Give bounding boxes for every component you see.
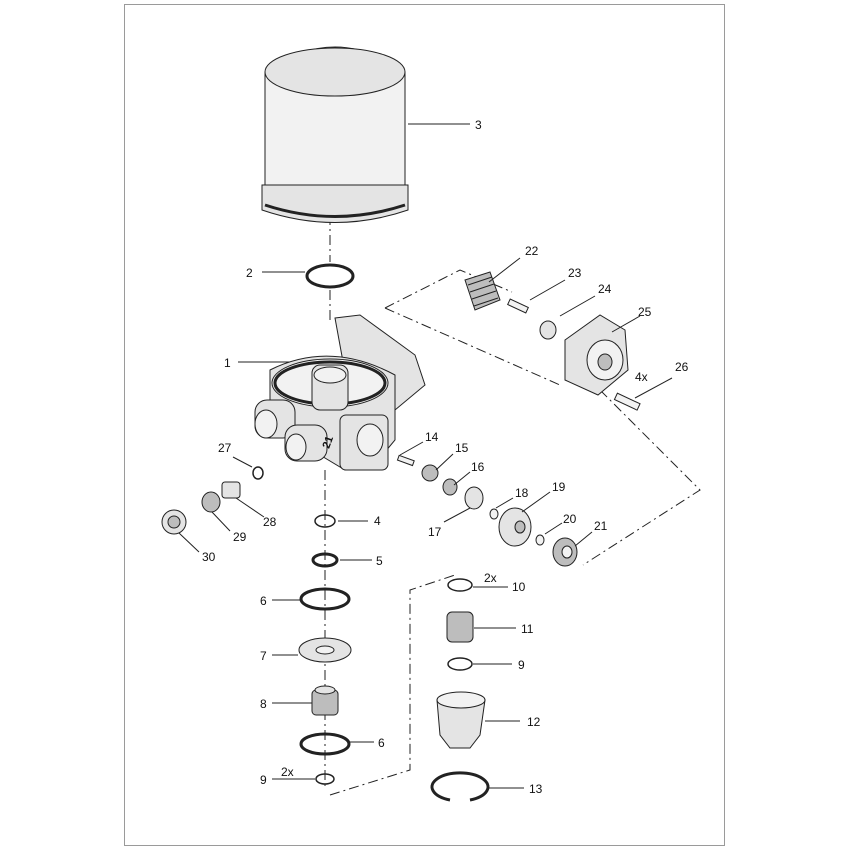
label-22: 22 — [525, 244, 539, 258]
label-23: 23 — [568, 266, 582, 280]
oring-6-lower — [299, 732, 351, 756]
label-13: 13 — [529, 782, 543, 796]
ring-9-lower — [315, 773, 335, 785]
label-9-lower: 9 — [260, 773, 267, 787]
label-8: 8 — [260, 697, 267, 711]
fitting-30 — [161, 509, 187, 535]
ring-4 — [314, 514, 336, 528]
label-30: 30 — [202, 550, 216, 564]
label-7: 7 — [260, 649, 267, 663]
qty-9-lower: 2x — [281, 765, 294, 779]
drawing-frame — [124, 4, 725, 846]
plug-12 — [436, 691, 486, 749]
label-21: 21 — [594, 519, 608, 533]
seal-5 — [311, 552, 339, 568]
screw-26 — [613, 392, 641, 411]
label-6-upper: 6 — [260, 594, 267, 608]
washer-18 — [489, 508, 499, 520]
ring-9-upper — [447, 657, 473, 671]
label-25: 25 — [638, 305, 652, 319]
label-20: 20 — [563, 512, 577, 526]
label-12: 12 — [527, 715, 541, 729]
housing: 21 — [254, 314, 426, 471]
oring-6-upper — [299, 587, 351, 611]
spring-22 — [464, 271, 501, 311]
label-14: 14 — [425, 430, 439, 444]
leader-lines — [178, 123, 673, 789]
disc-7 — [298, 637, 352, 663]
label-4: 4 — [374, 514, 381, 528]
oring-27 — [252, 466, 264, 480]
housing-port-marking: 21 — [321, 434, 336, 450]
label-16: 16 — [471, 460, 485, 474]
label-11: 11 — [521, 622, 534, 636]
label-15: 15 — [455, 441, 469, 455]
washer-20 — [535, 534, 545, 546]
label-26: 26 — [675, 360, 689, 374]
fitting-28 — [221, 481, 241, 499]
washer-24 — [539, 320, 557, 340]
spring-11 — [446, 611, 474, 643]
label-29: 29 — [233, 530, 247, 544]
seal-ring — [305, 263, 355, 289]
ring-10 — [447, 578, 473, 592]
label-24: 24 — [598, 282, 612, 296]
label-10: 10 — [512, 580, 526, 594]
label-3: 3 — [475, 118, 482, 132]
filter-cartridge — [261, 46, 409, 223]
cover-25 — [564, 314, 629, 396]
label-6-lower: 6 — [378, 736, 385, 750]
qty-10: 2x — [484, 571, 497, 585]
circlip-13 — [430, 771, 490, 802]
seat-15 — [421, 464, 439, 482]
label-9-upper: 9 — [518, 658, 525, 672]
pin-23 — [507, 298, 529, 314]
label-17: 17 — [428, 525, 442, 539]
label-19: 19 — [552, 480, 566, 494]
label-2: 2 — [246, 266, 253, 280]
label-28: 28 — [263, 515, 277, 529]
diaphragm-17 — [464, 486, 484, 510]
label-1: 1 — [224, 356, 231, 370]
spring-16 — [442, 478, 458, 496]
label-27: 27 — [218, 441, 232, 455]
fitting-29 — [201, 491, 221, 513]
qty-26: 4x — [635, 370, 648, 384]
label-18: 18 — [515, 486, 529, 500]
part-labels: 3 2 1 22 23 24 25 26 4x 14 15 16 17 18 1… — [202, 118, 689, 796]
piston-19 — [498, 507, 532, 547]
label-5: 5 — [376, 554, 383, 568]
valve-insert-8 — [311, 685, 339, 716]
pin-14 — [396, 454, 415, 467]
cap-21 — [552, 537, 578, 567]
